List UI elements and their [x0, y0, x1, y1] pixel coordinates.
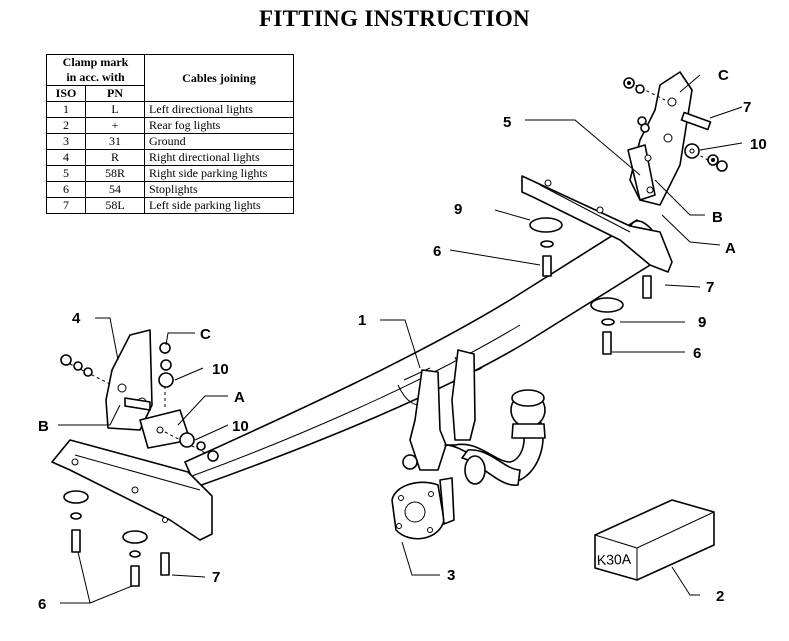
callout-3: 3	[447, 567, 455, 584]
callout-b-right: B	[712, 209, 723, 226]
callout-5: 5	[503, 114, 511, 131]
callout-6-left: 6	[38, 596, 46, 613]
callout-10-left-lower: 10	[232, 418, 249, 435]
callout-1: 1	[358, 312, 366, 329]
clamp-mark-header-line1: Clamp mark	[62, 55, 129, 69]
desc-cell: Right side parking lights	[144, 165, 294, 182]
callout-10-right: 10	[750, 136, 767, 153]
table-header-row: Clamp mark in acc. with Cables joining	[46, 54, 294, 102]
pn-cell: 58L	[85, 197, 145, 214]
callout-10-left-upper: 10	[212, 361, 229, 378]
left-beam-bracket	[51, 439, 213, 541]
electrical-kit-box: K30A	[594, 499, 715, 581]
desc-cell: Stoplights	[144, 181, 294, 198]
right-beam-bracket	[521, 175, 673, 273]
callout-6-right-lower: 6	[693, 345, 701, 362]
page-title: FITTING INSTRUCTION	[259, 6, 530, 31]
pn-header: PN	[85, 85, 145, 102]
callout-a-left: A	[234, 389, 245, 406]
cable-joining-table: Clamp mark in acc. with Cables joining I…	[46, 54, 294, 214]
callout-7-top: 7	[743, 99, 751, 116]
callout-6-right-upper: 6	[433, 243, 441, 260]
box-label: K30A	[597, 551, 632, 568]
callout-2: 2	[716, 588, 724, 605]
callout-c-left: C	[200, 326, 211, 343]
iso-cell: 7	[46, 197, 86, 214]
desc-cell: Ground	[144, 133, 294, 150]
leader-lines	[58, 74, 743, 604]
clamp-mark-header: Clamp mark in acc. with	[46, 54, 145, 86]
socket-plate	[391, 477, 455, 540]
callout-b-left: B	[38, 418, 49, 435]
callout-7-left: 7	[212, 569, 220, 586]
desc-cell: Left side parking lights	[144, 197, 294, 214]
callout-7-right: 7	[706, 279, 714, 296]
callout-a-right: A	[725, 240, 736, 257]
fasteners	[60, 77, 728, 587]
desc-cell: Right directional lights	[144, 149, 294, 166]
tow-neck	[402, 349, 546, 486]
clamp-mark-header-line2: in acc. with	[66, 70, 125, 84]
callout-labels: 1 2 3 4 5 6 6 6 7 7 7 9 9 10 10 10 A A B…	[38, 67, 767, 613]
right-side-bracket	[624, 71, 723, 206]
callout-9-top: 9	[454, 201, 462, 218]
pn-cell: 31	[85, 133, 145, 150]
callout-c-right: C	[718, 67, 729, 84]
cables-joining-header: Cables joining	[144, 54, 294, 102]
callout-9-right: 9	[698, 314, 706, 331]
pn-cell: 54	[85, 181, 145, 198]
callout-4: 4	[72, 310, 81, 327]
